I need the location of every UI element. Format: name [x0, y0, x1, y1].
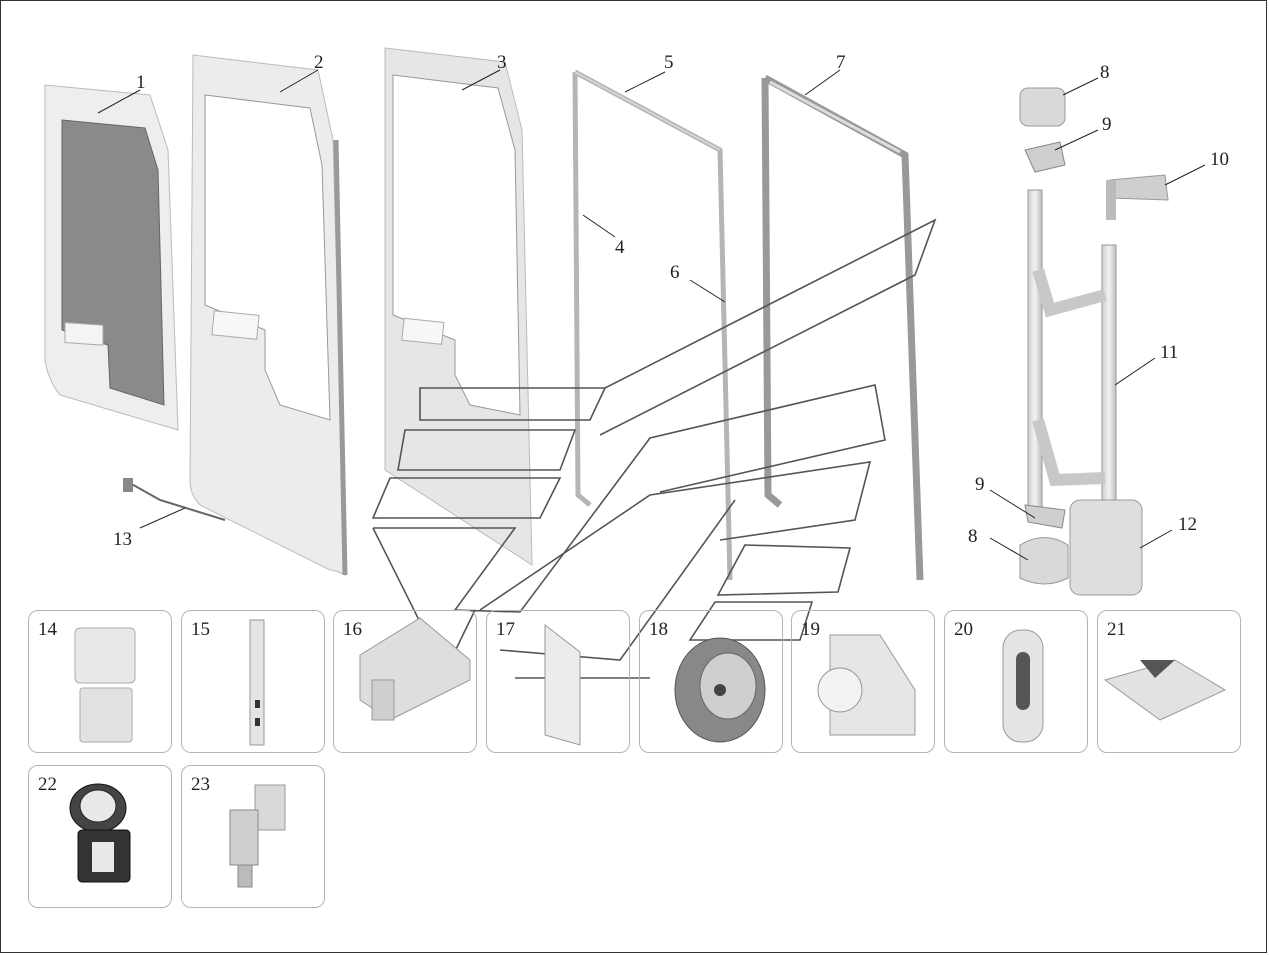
- thumbnail-cell-23: 23: [181, 765, 325, 908]
- thumbnail-cell-19: 19: [791, 610, 935, 753]
- thumbnail-number: 22: [38, 774, 57, 795]
- thumbnail-number: 23: [191, 774, 210, 795]
- thumbnail-cell-20: 20: [944, 610, 1088, 753]
- callout-7: 7: [836, 52, 846, 73]
- thumbnail-number: 19: [801, 619, 820, 640]
- door-panel-1: [44, 84, 179, 431]
- door-frame-2: [189, 54, 348, 576]
- watermark-outline: [371, 218, 937, 679]
- thumbnail-cell-15: 15: [181, 610, 325, 753]
- thumbnail-cell-22: 22: [28, 765, 172, 908]
- callout-3: 3: [497, 52, 507, 73]
- leader-lines: [97, 69, 1206, 561]
- callout-4: 4: [615, 237, 625, 258]
- thumb-part-22: [69, 783, 131, 883]
- callout-12: 12: [1178, 514, 1197, 535]
- callout-8-bottom: 8: [968, 526, 978, 547]
- callout-6: 6: [670, 262, 680, 283]
- thumbnail-number: 20: [954, 619, 973, 640]
- cable-13: [123, 478, 226, 521]
- thumb-part-18: [674, 637, 766, 743]
- thumb-part-17: [544, 623, 581, 746]
- thumbnail-cell-17: 17: [486, 610, 630, 753]
- thumbnail-cell-21: 21: [1097, 610, 1241, 753]
- thumbnail-number: 17: [496, 619, 515, 640]
- thumb-part-19: [817, 634, 916, 736]
- thumb-part-23: [229, 784, 286, 888]
- callout-2: 2: [314, 52, 324, 73]
- callout-13: 13: [113, 529, 132, 550]
- callout-5: 5: [664, 52, 674, 73]
- thumb-part-20: [1002, 629, 1044, 743]
- thumbnail-number: 14: [38, 619, 57, 640]
- thumb-part-16: [359, 617, 471, 721]
- thumbnail-number: 15: [191, 619, 210, 640]
- seal-strip-6-7: [761, 74, 924, 581]
- callout-8-top: 8: [1100, 62, 1110, 83]
- thumbnail-number: 18: [649, 619, 668, 640]
- callout-9-top: 9: [1102, 114, 1112, 135]
- thumbnail-number: 16: [343, 619, 362, 640]
- callout-11: 11: [1160, 342, 1178, 363]
- thumbnail-cell-14: 14: [28, 610, 172, 753]
- door-frame-3: [384, 47, 533, 566]
- thumb-part-14: [74, 627, 136, 743]
- hinge-assembly: [1019, 87, 1169, 596]
- callout-10: 10: [1210, 149, 1229, 170]
- thumb-part-15: [249, 619, 265, 746]
- thumb-part-21: [1103, 659, 1227, 721]
- thumbnail-cell-16: 16: [333, 610, 477, 753]
- callout-9-bottom: 9: [975, 474, 985, 495]
- thumbnail-cell-18: 18: [639, 610, 783, 753]
- callout-labels: 1 2 3 4 5 6 7 8 9 10 11 12 13 8 9: [113, 52, 1229, 550]
- seal-strip-4-5: [572, 69, 733, 581]
- thumbnail-number: 21: [1107, 619, 1126, 640]
- callout-1: 1: [136, 72, 146, 93]
